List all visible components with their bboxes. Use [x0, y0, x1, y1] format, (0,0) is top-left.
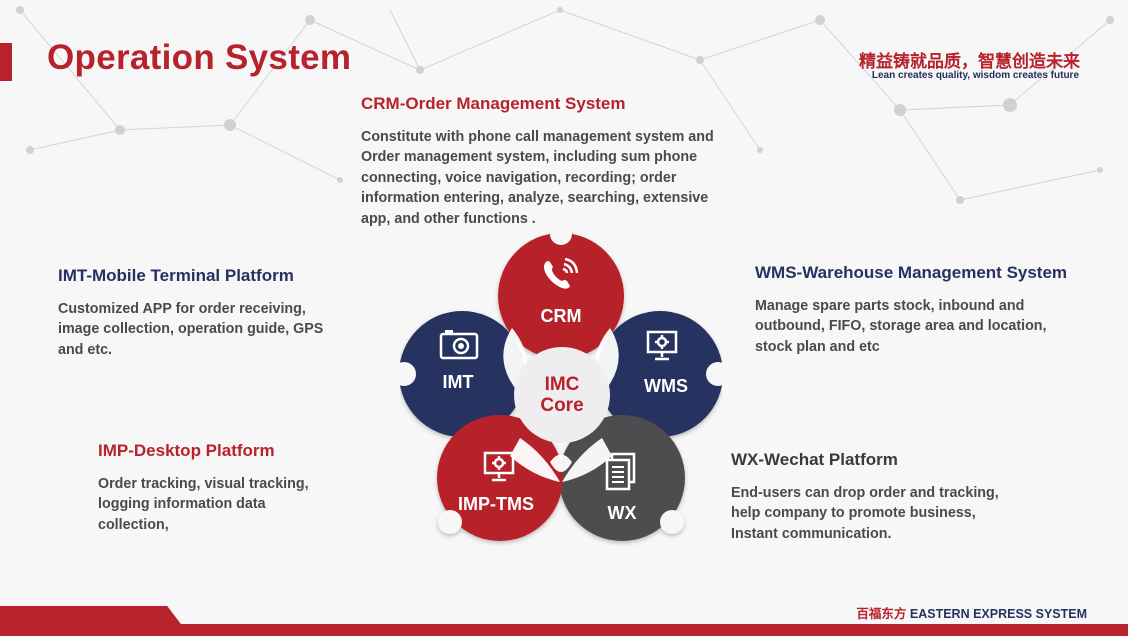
wms-body: Manage spare parts stock, inbound and ou…	[755, 298, 1047, 355]
core-circle	[514, 347, 610, 443]
imc-core-diagram: CRM IMT WMS IMP-TMS WX IMC Core	[392, 223, 730, 546]
footer-brand-cn: 百福东方	[856, 606, 907, 621]
crm-description: CRM-Order Management System Constitute w…	[361, 94, 741, 229]
wms-description: WMS-Warehouse Management System Manage s…	[755, 263, 1085, 357]
imp-tms-label: IMP-TMS	[458, 494, 534, 514]
wx-description: WX-Wechat Platform End-users can drop or…	[731, 450, 1041, 544]
imt-heading: IMT-Mobile Terminal Platform	[58, 266, 294, 285]
document-icon	[605, 452, 636, 491]
title-accent-bar	[0, 43, 12, 81]
wx-body: End-users can drop order and tracking, h…	[731, 485, 999, 542]
slogan-english: Lean creates quality, wisdom creates fut…	[871, 70, 1079, 81]
footer-bar	[0, 624, 1128, 636]
imt-label: IMT	[442, 372, 474, 392]
crm-label: CRM	[540, 306, 582, 326]
wx-heading: WX-Wechat Platform	[731, 450, 898, 469]
footer-brand: 百福东方 EASTERN EXPRESS SYSTEM	[856, 603, 1087, 622]
slogan-chinese: 精益铸就品质，智慧创造未来	[859, 52, 1080, 72]
imp-body: Order tracking, visual tracking, logging…	[98, 476, 309, 533]
page-title: Operation System	[47, 38, 352, 77]
wx-label: WX	[607, 503, 637, 523]
camera-icon	[439, 330, 479, 360]
monitor-gear-icon	[646, 330, 678, 361]
phone-icon	[544, 258, 579, 289]
crm-heading: CRM-Order Management System	[361, 94, 626, 113]
imt-body: Customized APP for order receiving, imag…	[58, 301, 324, 358]
crm-body: Constitute with phone call management sy…	[361, 129, 714, 227]
wms-label: WMS	[644, 376, 688, 396]
footer-brand-en: EASTERN EXPRESS SYSTEM	[909, 607, 1087, 621]
imp-heading: IMP-Desktop Platform	[98, 441, 275, 460]
imp-description: IMP-Desktop Platform Order tracking, vis…	[98, 441, 348, 535]
core-label: IMC Core	[540, 374, 584, 416]
imt-description: IMT-Mobile Terminal Platform Customized …	[58, 266, 348, 360]
wms-heading: WMS-Warehouse Management System	[755, 263, 1068, 282]
monitor-gear-icon-tms	[483, 451, 515, 482]
